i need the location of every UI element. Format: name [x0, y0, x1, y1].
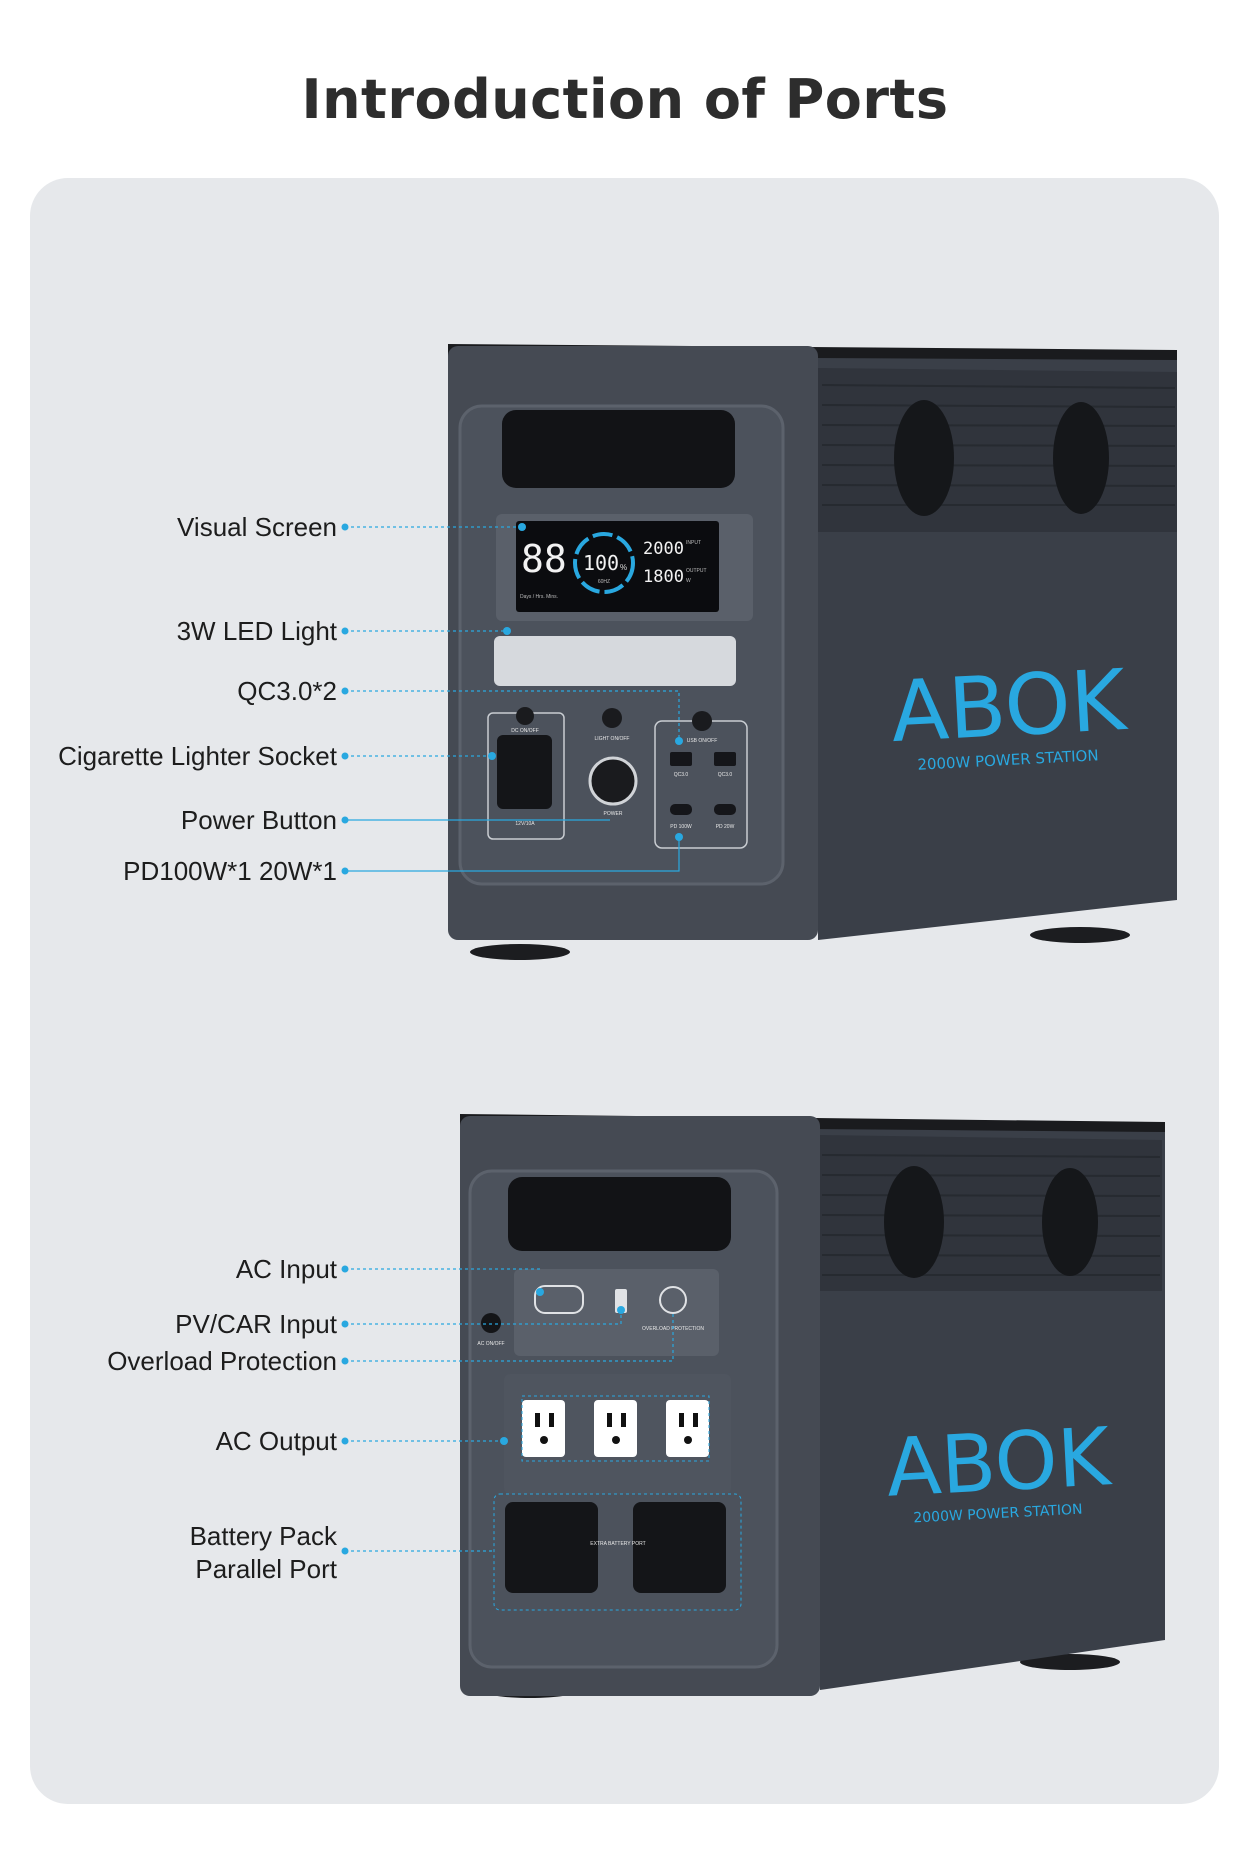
screen-input: 2000 — [643, 539, 684, 559]
power-station-front — [448, 344, 1177, 960]
pv-car-port — [615, 1289, 627, 1313]
fan — [894, 400, 954, 516]
brand-logo: ABOK — [884, 1410, 1115, 1515]
screen-percent: % — [620, 563, 627, 572]
light-switch-label: LIGHT ON/OFF — [595, 736, 630, 742]
fan — [1053, 402, 1109, 514]
label-ac-input: AC Input — [235, 1254, 337, 1284]
ac-switch-label: AC ON/OFF — [477, 1341, 504, 1347]
battery-port — [633, 1502, 726, 1593]
ac-switch — [481, 1313, 501, 1333]
led-light — [494, 636, 736, 686]
label-overload-protection: Overload Protection — [107, 1346, 337, 1376]
power-button — [588, 756, 638, 806]
screen-output-label: OUTPUT — [686, 568, 707, 574]
screen-time-units: Days / Hrs. Mins. — [520, 594, 558, 600]
extra-battery-label: EXTRA BATTERY PORT — [590, 1541, 645, 1547]
screen-input-label: INPUT — [686, 540, 701, 546]
label-battery-pack: Battery Pack — [189, 1521, 337, 1551]
vent — [818, 368, 1177, 532]
dc-switch-label: DC ON/OFF — [511, 728, 539, 734]
visual-screen — [516, 521, 719, 612]
pd-label: PD 100W — [670, 824, 692, 830]
label-qc3: QC3.0*2 — [237, 676, 337, 706]
handle — [502, 410, 735, 488]
cigarette-socket — [497, 735, 552, 809]
label-visual-screen: Visual Screen — [177, 512, 337, 542]
label-parallel-port: Parallel Port — [195, 1554, 337, 1584]
qc-label: QC3.0 — [718, 772, 733, 778]
overload-protection — [659, 1286, 687, 1314]
leader-lines — [345, 526, 680, 1552]
ac-outlet — [522, 1400, 565, 1457]
light-button — [602, 708, 622, 728]
label-ac-output: AC Output — [215, 1426, 337, 1456]
screen-time: 88 — [521, 537, 567, 581]
label-led-light: 3W LED Light — [176, 616, 337, 646]
pd-label: PD 20W — [716, 824, 735, 830]
usb-switch-label: USB ON/OFF — [687, 738, 718, 744]
label-pv-car-input: PV/CAR Input — [175, 1309, 337, 1339]
ac-outlet — [594, 1400, 637, 1457]
power-station-back — [460, 1114, 1165, 1698]
screen-unit: W — [686, 578, 691, 584]
ac-input-port — [534, 1285, 584, 1314]
page-title: Introduction of Ports — [301, 68, 949, 131]
brand-logo: ABOK — [888, 651, 1130, 761]
label-cigarette-socket: Cigarette Lighter Socket — [58, 741, 337, 771]
screen-freq: 60HZ — [598, 579, 610, 585]
qc-label: QC3.0 — [674, 772, 689, 778]
label-power-button: Power Button — [180, 805, 337, 835]
label-pd-ports: PD100W*1 20W*1 — [123, 856, 337, 886]
screen-battery: 100 — [583, 551, 619, 575]
power-label: POWER — [604, 811, 623, 817]
screen-output: 1800 — [643, 567, 684, 587]
leader-dots — [341, 523, 683, 1555]
ac-outlet — [666, 1400, 709, 1457]
battery-port — [505, 1502, 598, 1593]
car-label: 12V/10A — [515, 821, 535, 827]
